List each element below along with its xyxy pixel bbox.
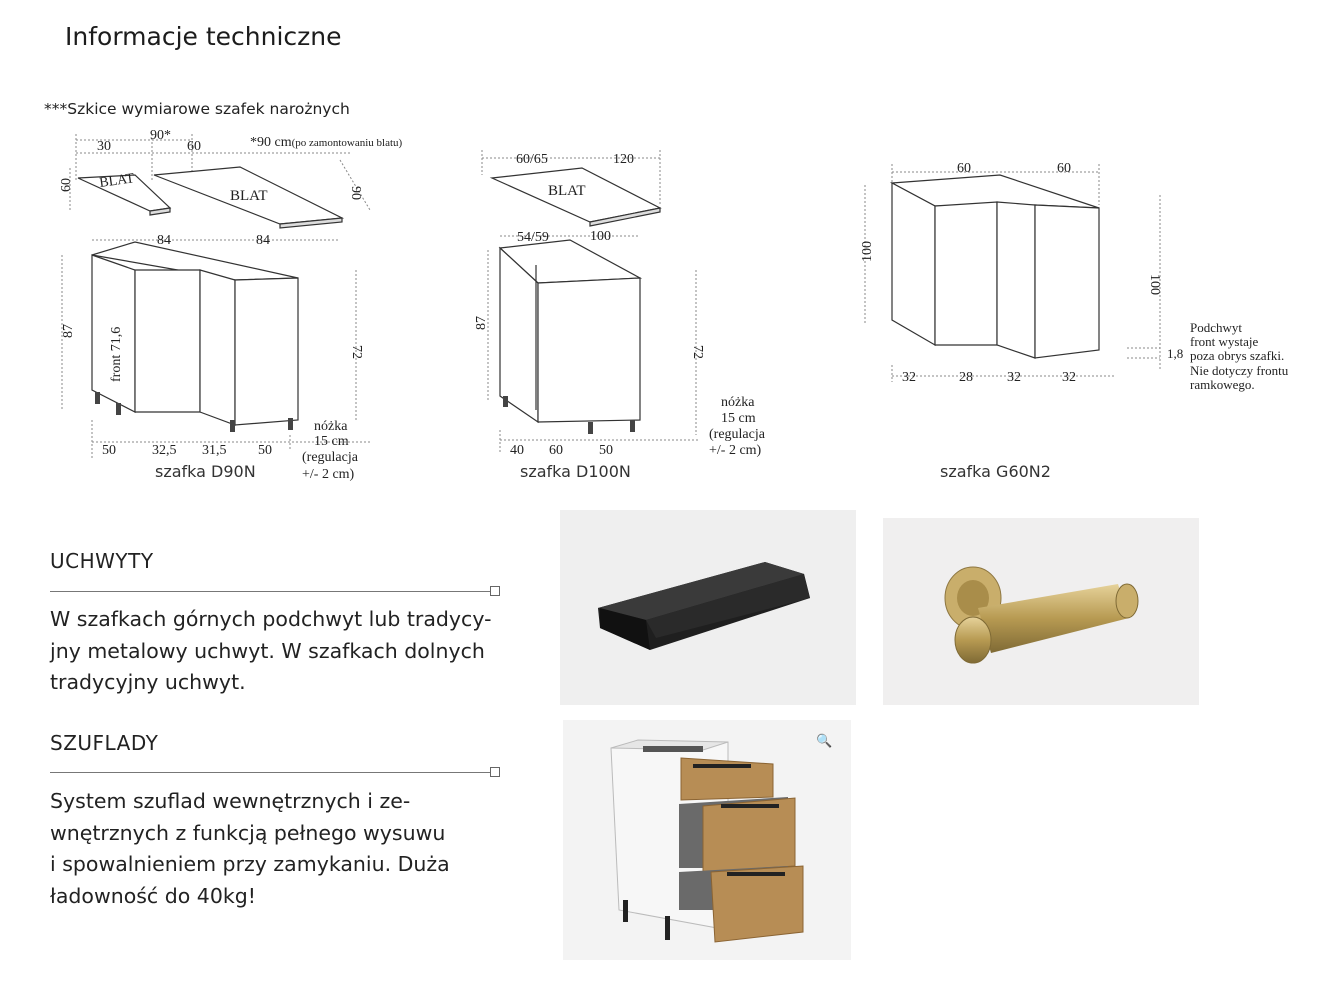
d90n-sketch: 90* 30 60 *90 cm(po zamontowaniu blatu) … xyxy=(59,128,403,482)
d90n-leg-4: +/- 2 cm) xyxy=(302,467,355,482)
g60n2-base-32c: 32 xyxy=(1062,370,1076,385)
d90n-depth-right: 90 xyxy=(348,186,363,200)
drawers-line-3: i spowalnieniem przy zamykaniu. Duża xyxy=(50,852,450,876)
d90n-base-50b: 50 xyxy=(258,443,272,458)
handles-description: W szafkach górnych podchwyt lub tradycy-… xyxy=(50,604,520,699)
d100n-leg-4: +/- 2 cm) xyxy=(709,443,762,458)
handles-heading: UCHWYTY xyxy=(50,549,154,573)
brass-handle-photo xyxy=(883,518,1199,705)
g60n2-note-3: poza obrys szafki. xyxy=(1190,348,1284,363)
drawers-divider-end xyxy=(490,767,500,777)
d90n-top-30: 30 xyxy=(97,139,111,154)
handles-divider xyxy=(50,591,492,592)
d100n-blat: BLAT xyxy=(548,183,586,199)
d100n-base-40: 40 xyxy=(510,443,524,458)
d100n-top-a: 60/65 xyxy=(516,152,548,167)
edge-handle-photo xyxy=(560,510,856,705)
drawers-line-1: System szuflad wewnętrznych i ze- xyxy=(50,789,411,813)
d100n-leg-1: nóżka xyxy=(721,395,755,410)
d90n-top-note: *90 cm xyxy=(250,135,292,150)
handles-line-2: jny metalowy uchwyt. W szafkach dolnych xyxy=(50,638,485,663)
d100n-top-b: 120 xyxy=(613,152,634,167)
d90n-width-84b: 84 xyxy=(256,233,270,248)
g60n2-height-left: 100 xyxy=(860,241,875,262)
handles-divider-end xyxy=(490,586,500,596)
drawers-line-4: ładowność do 40kg! xyxy=(50,883,256,908)
drawers-description: System szuflad wewnętrznych i ze- wnętrz… xyxy=(50,786,520,912)
d100n-width-b: 100 xyxy=(590,229,611,244)
d90n-height-87: 87 xyxy=(61,324,76,338)
g60n2-height-right: 100 xyxy=(1147,274,1162,295)
drawers-heading: SZUFLADY xyxy=(50,731,159,755)
d100n-caption: szafka D100N xyxy=(520,462,631,481)
d100n-base-50: 50 xyxy=(599,443,613,458)
g60n2-note-5: ramkowego. xyxy=(1190,377,1255,392)
d90n-base-32-5: 32,5 xyxy=(152,443,177,458)
d90n-leg-1: nóżka xyxy=(314,419,348,434)
g60n2-sketch: 60 60 100 100 32 28 32 32 1,8 Podchwyt f… xyxy=(860,161,1289,392)
g60n2-gap: 1,8 xyxy=(1167,346,1183,361)
sketches-note: ***Szkice wymiarowe szafek narożnych xyxy=(44,100,350,118)
d100n-leg-2: 15 cm xyxy=(721,411,756,426)
d90n-base-50a: 50 xyxy=(102,443,116,458)
d90n-base-31-5: 31,5 xyxy=(202,443,227,458)
page-title: Informacje techniczne xyxy=(65,22,342,51)
d90n-caption: szafka D90N xyxy=(155,462,256,481)
handles-line-3: tradycyjny uchwyt. xyxy=(50,670,246,694)
svg-text:*90 cm(po zamontowaniu blatu): *90 cm(po zamontowaniu blatu) xyxy=(250,135,403,150)
d90n-leg-3: (regulacja xyxy=(302,450,359,465)
g60n2-note-1: Podchwyt xyxy=(1190,320,1242,335)
d90n-depth-left: 60 xyxy=(59,178,74,192)
g60n2-top-b: 60 xyxy=(1057,161,1071,176)
d100n-width-a: 54/59 xyxy=(517,230,549,245)
g60n2-base-28: 28 xyxy=(959,370,973,385)
d90n-blat-left: BLAT xyxy=(98,171,135,191)
d100n-height-72: 72 xyxy=(690,345,705,359)
d100n-height-87: 87 xyxy=(474,316,489,330)
d100n-base-60: 60 xyxy=(549,443,563,458)
g60n2-caption: szafka G60N2 xyxy=(940,462,1051,481)
g60n2-top-a: 60 xyxy=(957,161,971,176)
d100n-sketch: 60/65 120 BLAT 54/59 100 87 72 40 60 50 … xyxy=(474,150,766,458)
d90n-width-84a: 84 xyxy=(157,233,171,248)
zoom-icon[interactable]: 🔍 xyxy=(816,734,833,749)
drawer-cabinet-photo: 🔍 xyxy=(563,720,851,960)
d90n-height-72: 72 xyxy=(349,345,364,359)
d90n-leg-2: 15 cm xyxy=(314,434,349,449)
drawers-line-2: wnętrznych z funkcją pełnego wysuwu xyxy=(50,820,446,845)
g60n2-base-32a: 32 xyxy=(902,370,916,385)
d90n-front: front 71,6 xyxy=(109,327,124,382)
drawers-divider xyxy=(50,772,492,773)
d90n-top-note-small: (po zamontowaniu blatu) xyxy=(292,137,403,149)
handles-line-1: W szafkach górnych podchwyt lub tradycy- xyxy=(50,607,492,631)
g60n2-note-2: front wystaje xyxy=(1190,334,1258,349)
g60n2-note-4: Nie dotyczy frontu xyxy=(1190,363,1289,378)
d100n-leg-3: (regulacja xyxy=(709,427,766,442)
d90n-blat-right: BLAT xyxy=(230,188,268,204)
g60n2-base-32b: 32 xyxy=(1007,370,1021,385)
d90n-top-60: 60 xyxy=(187,139,201,154)
d90n-top-total: 90* xyxy=(150,128,171,143)
